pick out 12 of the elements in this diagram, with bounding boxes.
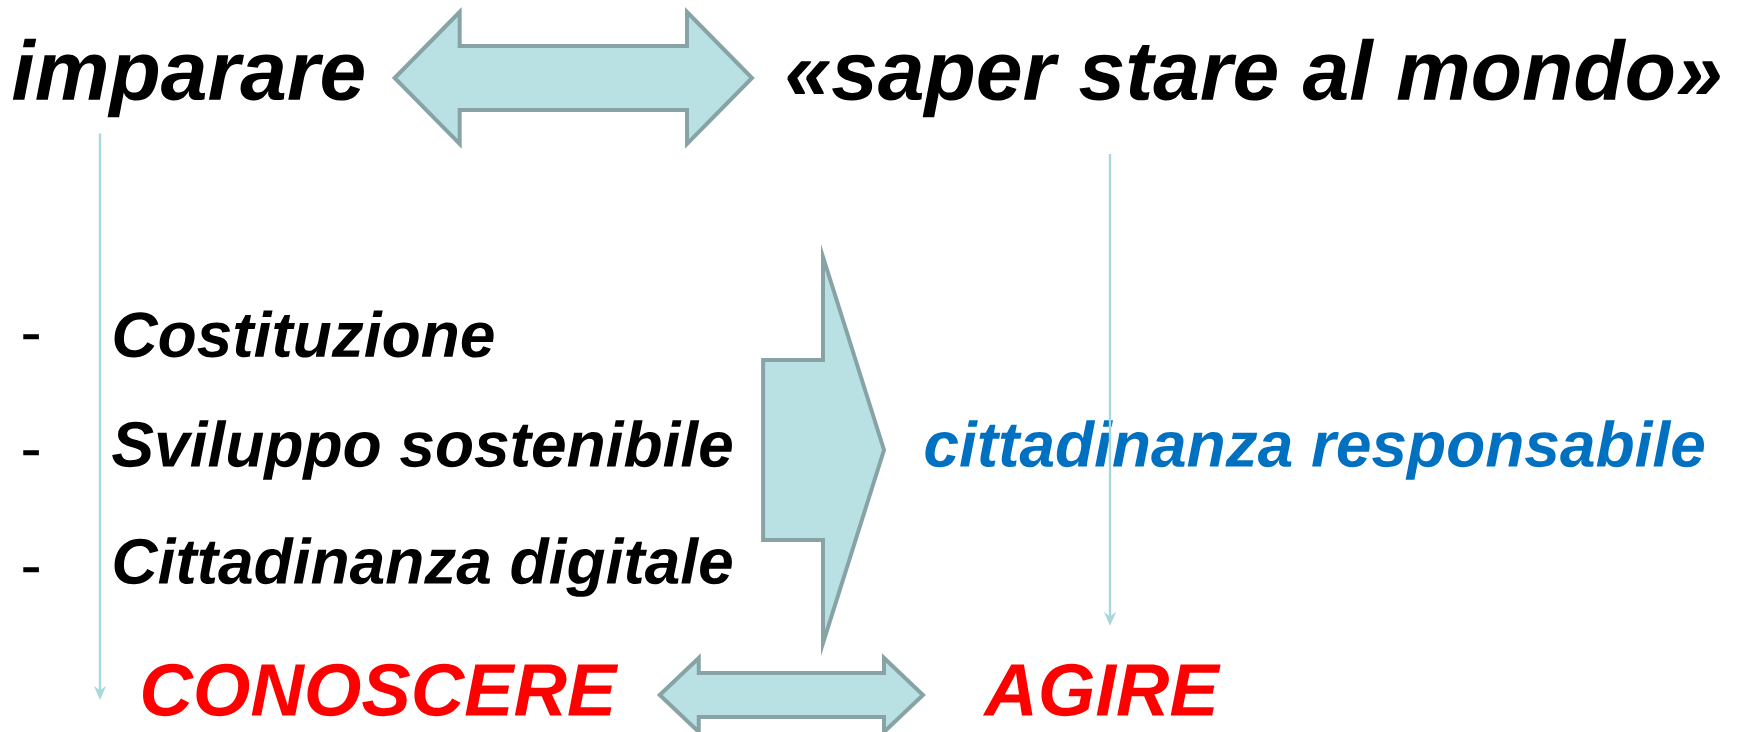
list-item-text: Costituzione (114, 310, 494, 358)
keyword-text: CONOSCERE (143, 663, 619, 717)
heading-text: imparare (12, 38, 364, 118)
list-item-text: Cittadinanza digitale (114, 537, 732, 597)
block-arrow (761, 244, 887, 656)
list-dash: - (23, 567, 39, 573)
list-dash: - (23, 334, 39, 340)
heading-text: «saper stare al mondo» (787, 38, 1720, 118)
keyword-text: AGIRE (982, 663, 1221, 717)
list-item-text: Sviluppo sostenibile (112, 420, 732, 480)
list-dash: - (23, 450, 39, 456)
result-text: cittadinanza responsabile (925, 420, 1705, 480)
